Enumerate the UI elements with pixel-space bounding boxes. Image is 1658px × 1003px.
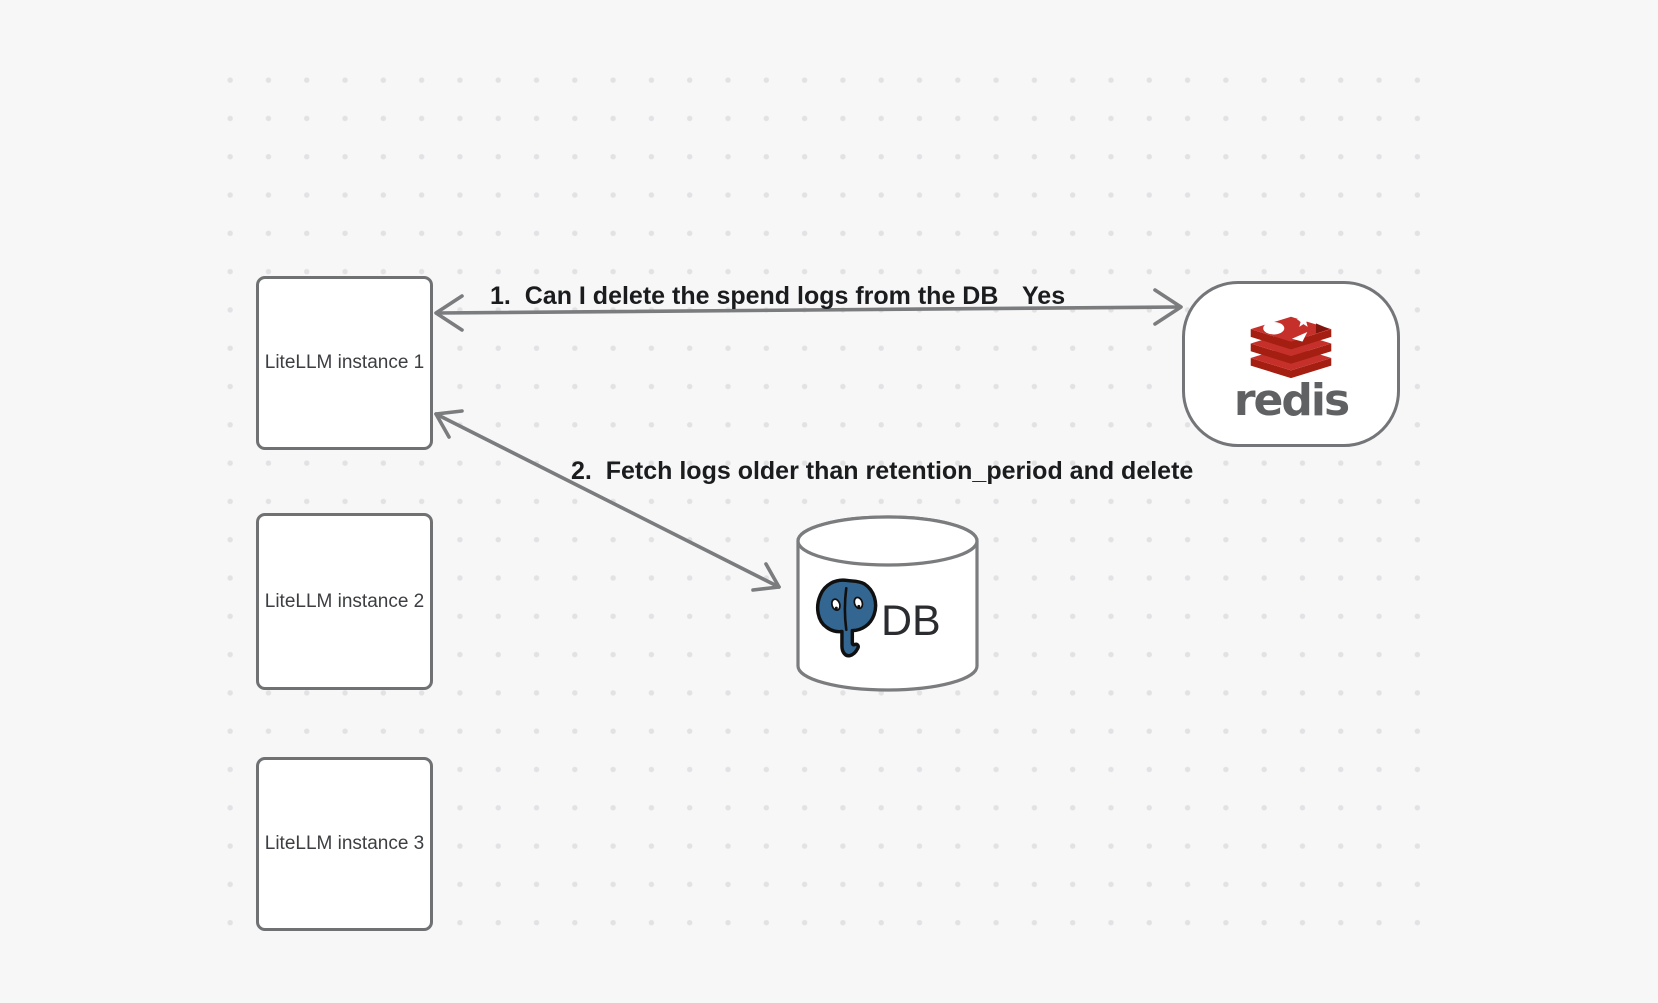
postgresql-elephant-icon <box>815 578 878 658</box>
arrow-1-head-right <box>1153 288 1183 326</box>
arrow-1-line <box>435 305 1182 315</box>
node-litellm-instance-3-label: LiteLLM instance 3 <box>264 833 425 854</box>
arrow-1-label: 1. Can I delete the spend logs from the … <box>490 282 999 310</box>
arrow-2-head-bottom <box>751 562 781 592</box>
arrow-2-line <box>434 412 781 589</box>
arrow-2 <box>434 409 781 592</box>
redis-stack-icon <box>1250 313 1332 378</box>
node-litellm-instance-1-label: LiteLLM instance 1 <box>264 352 425 373</box>
arrow-2-head-top <box>434 409 464 439</box>
node-litellm-instance-2: LiteLLM instance 2 <box>256 513 433 690</box>
db-node-label: DB <box>881 597 941 645</box>
node-redis: redis <box>1182 281 1400 447</box>
arrow-1-response-yes: Yes <box>1022 282 1066 310</box>
arrow-1 <box>434 288 1183 332</box>
arrow-1-head-left <box>434 294 464 332</box>
node-litellm-instance-1: LiteLLM instance 1 <box>256 276 433 450</box>
redis-wordmark: redis <box>1233 374 1350 426</box>
node-litellm-instance-2-label: LiteLLM instance 2 <box>264 590 425 612</box>
arrow-2-label: 2. Fetch logs older than retention_perio… <box>571 457 1194 485</box>
node-litellm-instance-3: LiteLLM instance 3 <box>256 757 433 931</box>
